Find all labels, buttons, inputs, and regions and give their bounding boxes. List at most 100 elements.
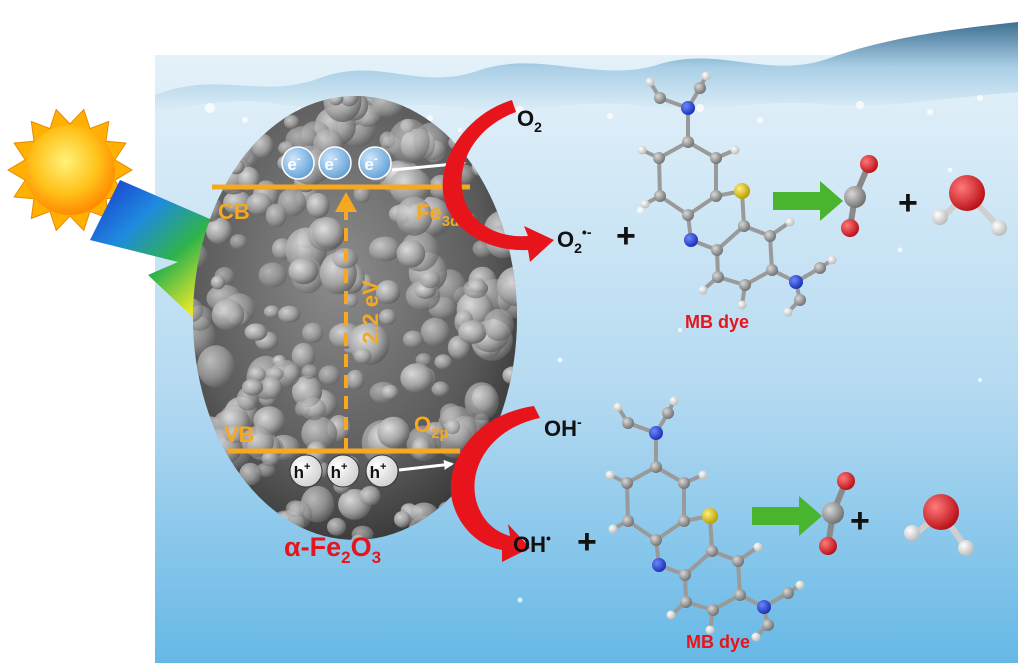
sem-grain [483,308,514,342]
sem-grain [283,115,300,129]
sem-grain [206,217,233,245]
fe3d-label: Fe3d [416,200,459,230]
svg-text:e-: e- [324,153,337,174]
sem-grain [458,320,487,344]
molecule-atom [654,92,666,104]
sem-grain [211,299,245,331]
superoxide-formation-arrow [442,100,554,262]
molecule-atom [682,209,694,221]
molecule-atom [814,262,826,274]
molecule-atom [762,619,774,631]
svg-text:h+: h+ [331,461,348,482]
sem-grain [291,342,316,369]
sem-grain [425,421,446,439]
sem-grain [287,501,313,529]
molecule-atom [707,604,719,616]
molecule-atom [795,580,805,590]
hydroxyl-formation-arrow [450,406,540,562]
o2p-main: O [414,412,431,437]
molecule-atom [702,508,718,524]
molecule-atom [621,477,633,489]
molecule-atom [737,300,747,310]
sem-grain [420,317,450,347]
water-molecule-icon [932,175,1007,236]
plus-sign-bottom: + [577,523,597,561]
sem-grain [239,462,262,486]
molecule-atom [669,396,679,406]
superoxide-sub: 2 [574,240,582,256]
plus-sign-products-top: + [898,184,918,222]
carbon-dioxide-molecule-icon [841,155,878,237]
svg-text:e-: e- [364,153,377,174]
hole-symbol: h [294,463,304,482]
sem-grain [278,305,301,323]
sem-grain [339,96,359,107]
hole-symbol: h [331,463,341,482]
molecule-atom [605,470,615,480]
sem-grain [312,218,345,249]
molecule-atom [608,524,618,534]
molecule-atom [698,285,708,295]
sem-grain [263,305,280,319]
plus-sign-products-bottom: + [850,502,870,540]
superoxide-label: O2•- [557,224,592,256]
hole-charge: + [380,461,386,473]
sem-grain [246,192,272,216]
molecule-atom [734,183,750,199]
oxygen-label: O2 [517,106,542,135]
sem-grain [381,384,399,400]
o2p-sub: 2p [431,425,449,442]
molecule-atom [653,152,665,164]
material-label: α-Fe2O3 [284,532,381,567]
molecule-atom [710,190,722,202]
electron-charge: - [297,153,301,165]
molecule-atom [706,545,718,557]
molecule-atom [640,199,650,209]
sun-icon [7,108,133,232]
sem-grain [496,266,517,307]
molecule-atom [694,82,706,94]
molecule-atom [698,470,708,480]
sem-grain [265,203,287,228]
molecule-atom [682,136,694,148]
sem-grain [301,416,338,451]
sem-grain [318,365,340,386]
hydroxide-charge: - [577,414,582,430]
molecule-atom [645,77,655,87]
molecule-atom [666,610,676,620]
molecule-atom [789,275,803,289]
fe3d-main: Fe [416,200,442,225]
oxygen-main: O [517,106,534,131]
electron-3: e- [358,146,392,180]
molecule-atom [622,417,634,429]
degradation-arrow-bottom [752,496,822,536]
hydroxide-label: OH- [544,414,582,441]
sem-grain [193,298,204,323]
molecule-atom [782,587,794,599]
methylene-blue-molecule-icon [637,71,837,317]
sem-grain [261,450,280,467]
sem-grain [302,322,324,343]
sem-grain [369,236,401,262]
molecule-atom [650,461,662,473]
molecule-atom [712,271,724,283]
degradation-arrow-top [773,181,843,221]
molecule-atom [652,558,666,572]
sem-grain [388,118,430,164]
sem-grain [300,397,327,421]
sem-grain [394,511,411,528]
electron-symbol: e [324,155,333,174]
molecule-atom [679,569,691,581]
sem-grain [229,234,248,250]
sem-grain [328,96,344,106]
sem-grain [377,416,410,449]
molecule-atom [654,190,666,202]
hole-charge: + [341,461,347,473]
o2p-label: O2p [414,412,449,442]
sem-grain [402,330,424,348]
molecule-atom [705,625,715,635]
sem-grain [223,190,252,215]
molecule-atom [613,402,623,412]
sem-grain [463,279,488,299]
hydroxyl-dot: • [546,530,551,546]
